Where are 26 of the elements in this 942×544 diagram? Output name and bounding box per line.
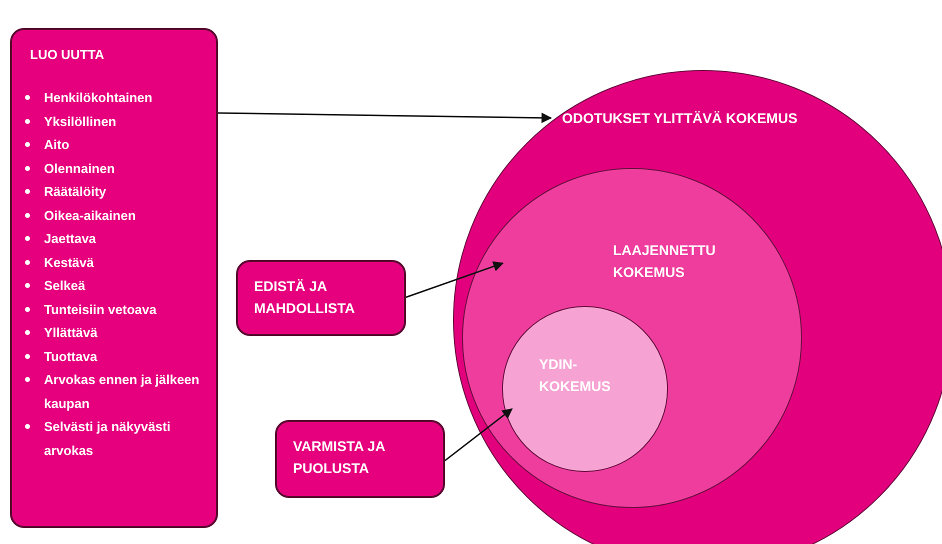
- bullet-item: Yksilöllinen: [44, 114, 116, 128]
- bullet-item: Arvokas ennen ja jälkeen kaupan: [44, 372, 200, 410]
- bullet-item: Henkilökohtainen: [44, 90, 152, 105]
- heading: LUO UUTTA: [30, 46, 104, 64]
- list-box: [10, 28, 218, 528]
- bullet-item: Selkeä: [44, 278, 86, 293]
- bullet-item: Oikea-aikainen: [44, 208, 136, 222]
- arrow: [406, 261, 504, 298]
- node-label: LAAJENNETTU KOKEMUS: [613, 241, 717, 282]
- text-box: [236, 260, 406, 336]
- arrow: [218, 112, 552, 124]
- bullet-item: Selvästi ja näkyvästi arvokas: [44, 419, 170, 458]
- node-label: ODOTUKSET YLITTÄVÄ KOKEMUS: [562, 109, 798, 128]
- bullet-item: Tunteisiin vetoava: [44, 302, 156, 316]
- bullet-item: Aito: [44, 137, 70, 152]
- node-label: VARMISTA JA PUOLUSTA: [293, 437, 386, 478]
- bullet-item: Jaettava: [44, 231, 96, 246]
- node-label: YDIN- KOKEMUS: [539, 355, 612, 396]
- bullet-item: Olennainen: [44, 160, 115, 176]
- text-box: [275, 420, 445, 498]
- arrow: [444, 408, 513, 462]
- bullet-item: Yllättävä: [44, 325, 98, 340]
- bullet-item: Räätälöity: [44, 184, 106, 199]
- bullet-item: Kestävä: [44, 254, 94, 270]
- bullet-item: Tuottava: [44, 348, 98, 364]
- node-label: EDISTÄ JA MAHDOLLISTA: [254, 277, 356, 318]
